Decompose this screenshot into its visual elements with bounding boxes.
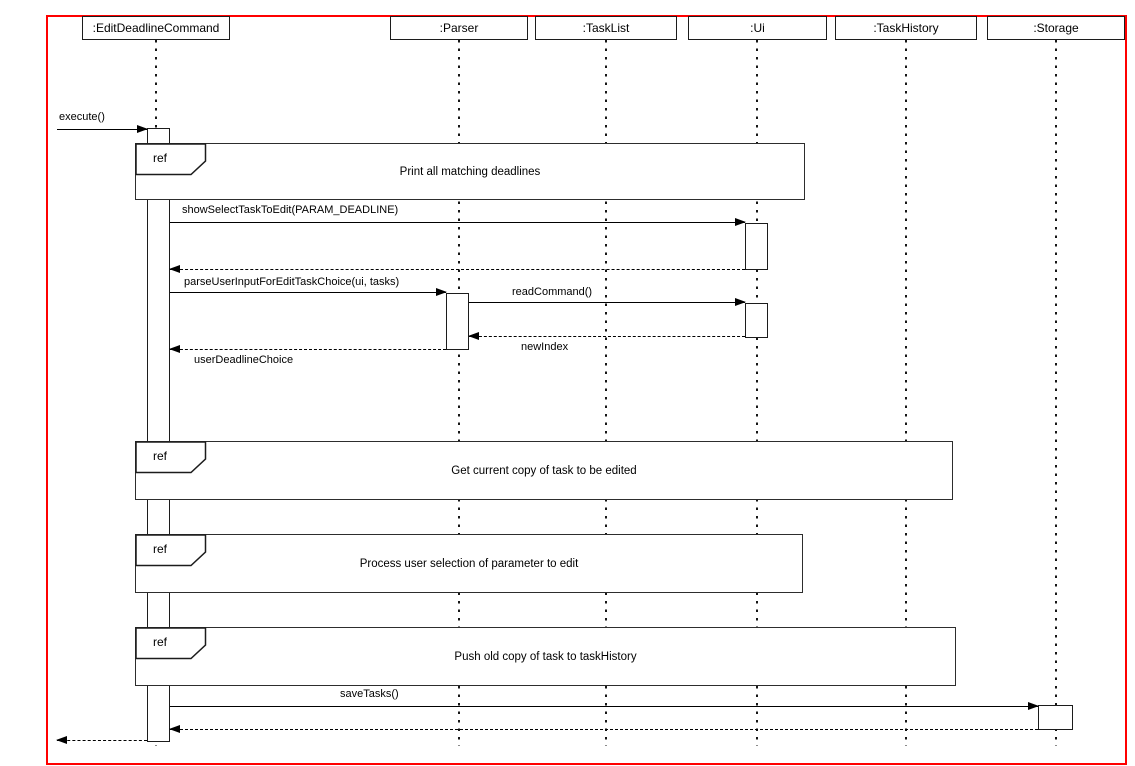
lifeline-parser xyxy=(458,40,460,746)
participant-box-parser: :Parser xyxy=(390,16,528,40)
participant-label: :TaskList xyxy=(582,21,630,35)
message-label-execute: execute() xyxy=(59,111,105,123)
participant-label: :Parser xyxy=(439,21,479,35)
arrow-line xyxy=(57,740,147,741)
arrowhead-icon xyxy=(468,331,479,340)
participant-box-storage: :Storage xyxy=(987,16,1125,40)
arrow-line xyxy=(170,292,446,293)
arrow-line xyxy=(170,349,446,350)
arrowhead-icon xyxy=(137,124,148,133)
ref-operator-label: ref xyxy=(153,635,168,649)
message-label-save-tasks: saveTasks() xyxy=(340,688,399,700)
message-label-new-index: newIndex xyxy=(521,341,569,353)
participant-box-edit-deadline-command: :EditDeadlineCommand xyxy=(82,16,230,40)
message-label-parse-user-input: parseUserInputForEditTaskChoice(ui, task… xyxy=(184,276,400,288)
lifeline-storage xyxy=(1055,40,1057,746)
arrow-line xyxy=(170,222,745,223)
message-label-user-deadline-choice: userDeadlineChoice xyxy=(194,354,294,366)
ref-operator-pentagon xyxy=(134,440,206,473)
fragment-label: Push old copy of task to taskHistory xyxy=(454,650,637,663)
arrowhead-icon xyxy=(169,344,180,353)
ref-operator-pentagon xyxy=(134,626,206,659)
participant-label: :TaskHistory xyxy=(873,21,939,35)
activation-ui-show-select-task xyxy=(745,223,768,270)
fragment-label: Get current copy of task to be edited xyxy=(451,464,637,477)
arrow-line xyxy=(469,336,745,337)
arrowhead-icon xyxy=(735,297,746,306)
ref-operator-pentagon xyxy=(134,533,206,566)
arrowhead-icon xyxy=(436,287,447,296)
message-label-show-select-task-to-edit: showSelectTaskToEdit(PARAM_DEADLINE) xyxy=(182,204,399,216)
arrow-line xyxy=(469,302,745,303)
arrowhead-icon xyxy=(1028,701,1039,710)
activation-parser xyxy=(446,293,469,350)
arrow-line xyxy=(170,269,745,270)
participant-label: :EditDeadlineCommand xyxy=(92,21,220,35)
participant-box-task-history: :TaskHistory xyxy=(835,16,977,40)
participant-box-ui: :Ui xyxy=(688,16,827,40)
lifeline-ui xyxy=(756,40,758,746)
activation-ui-read-command xyxy=(745,303,768,338)
arrowhead-icon xyxy=(169,264,180,273)
fragment-process-user-selection: ref Process user selection of parameter … xyxy=(134,533,803,593)
participant-box-task-list: :TaskList xyxy=(535,16,677,40)
fragment-get-current-copy-of-task: ref Get current copy of task to be edite… xyxy=(134,440,953,500)
message-label-read-command: readCommand() xyxy=(512,286,593,298)
ref-operator-label: ref xyxy=(153,449,168,463)
arrow-line xyxy=(170,706,1038,707)
arrow-line xyxy=(57,129,147,130)
lifeline-task-list xyxy=(605,40,607,746)
activation-storage xyxy=(1038,705,1073,730)
fragment-push-old-copy-to-task-history: ref Push old copy of task to taskHistory xyxy=(134,626,956,686)
participant-label: :Ui xyxy=(750,21,765,35)
lifeline-task-history xyxy=(905,40,907,746)
ref-operator-label: ref xyxy=(153,151,168,165)
ref-operator-pentagon xyxy=(134,142,206,175)
arrowhead-icon xyxy=(169,724,180,733)
arrowhead-icon xyxy=(735,217,746,226)
fragment-print-matching-deadlines: ref Print all matching deadlines xyxy=(134,142,805,200)
participant-label: :Storage xyxy=(1033,21,1079,35)
arrow-line xyxy=(170,729,1038,730)
fragment-label: Print all matching deadlines xyxy=(399,165,541,178)
arrowhead-icon xyxy=(56,735,67,744)
fragment-label: Process user selection of parameter to e… xyxy=(359,557,579,570)
ref-operator-label: ref xyxy=(153,542,168,556)
